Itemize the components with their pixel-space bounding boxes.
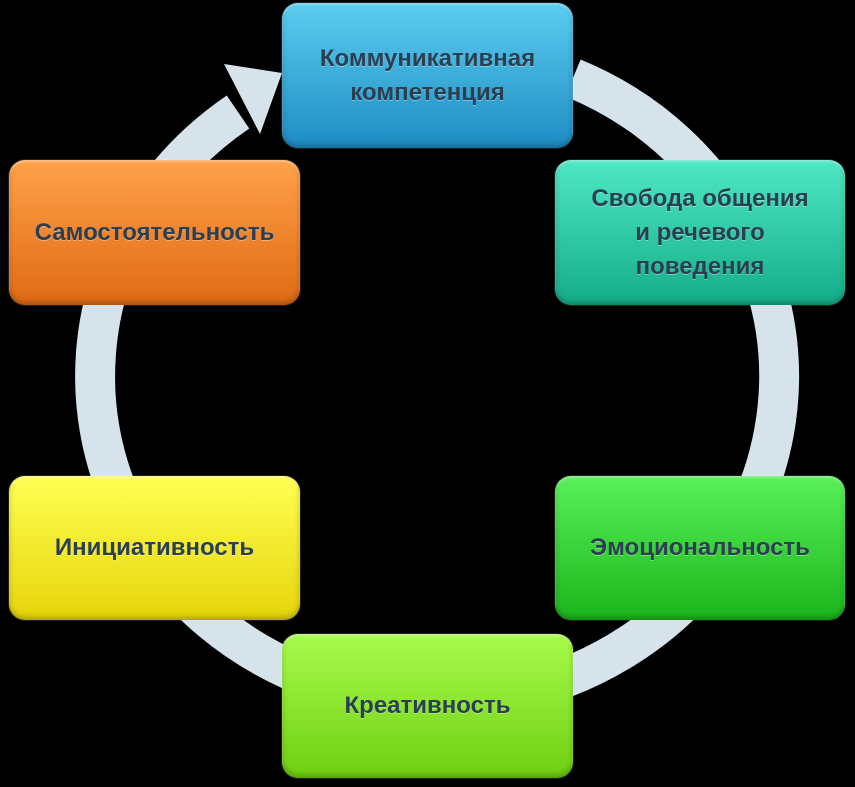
node-independence: Самостоятельность: [9, 160, 300, 305]
node-communicative-competence: Коммуникативная компетенция: [282, 3, 573, 148]
node-initiative-label: Инициативность: [54, 534, 255, 561]
node-creativity-label: Креативность: [344, 692, 511, 719]
node-communicative-competence-label: Коммуникативная компетенция: [319, 44, 536, 106]
node-emotionality: Эмоциональность: [555, 476, 845, 620]
node-initiative: Инициативность: [9, 476, 300, 620]
node-freedom-of-communication: Свобода общения и речевого поведения: [555, 160, 845, 305]
node-independence-label: Самостоятельность: [34, 218, 275, 246]
cycle-arrowhead: [224, 64, 282, 134]
node-creativity: Креативность: [282, 634, 573, 778]
node-emotionality-label: Эмоциональность: [590, 534, 810, 561]
node-freedom-of-communication-label: Свобода общения и речевого поведения: [591, 184, 809, 280]
